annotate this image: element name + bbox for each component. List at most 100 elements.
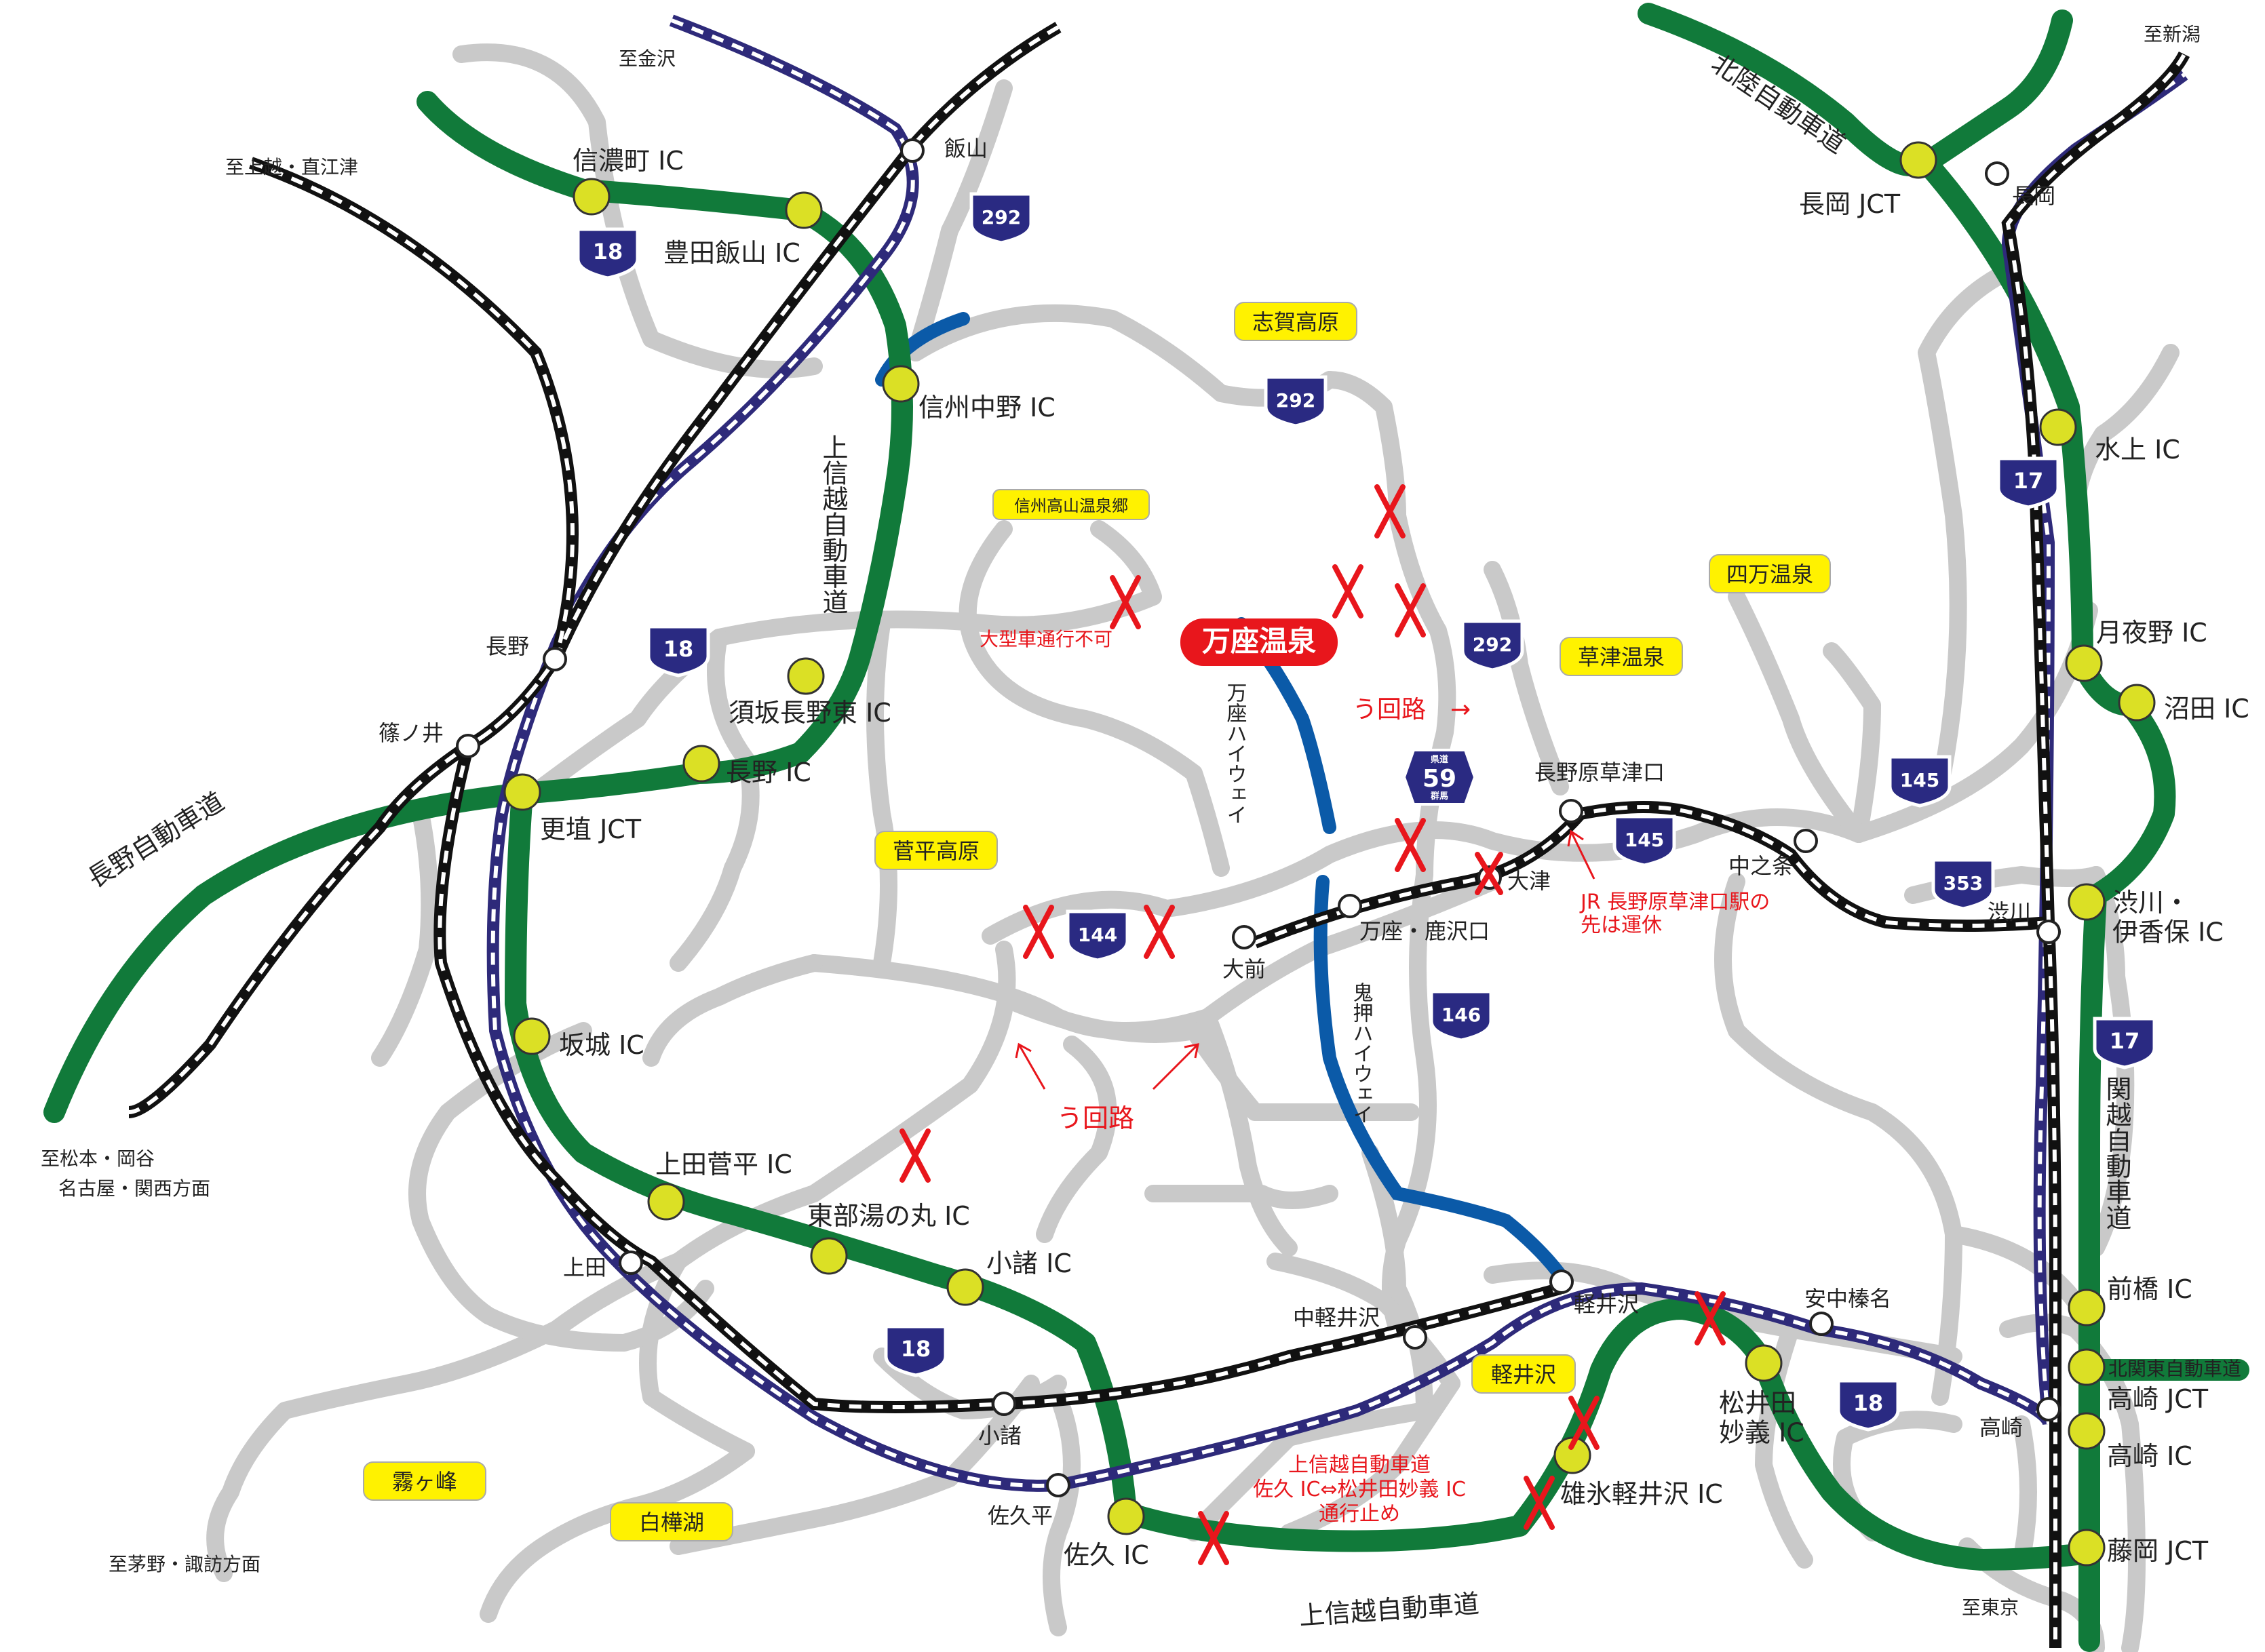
station-label: 長野原草津口: [1534, 760, 1665, 785]
road-segment: [480, 1442, 755, 1623]
route-shields: 18 292 292 292 18 17 145 145 353 144 146…: [578, 194, 2154, 1430]
ic-marker: [787, 657, 825, 695]
ic-label: 信州中野 IC: [918, 393, 1056, 422]
ic-marker: [2068, 1348, 2106, 1386]
svg-text:白樺湖: 白樺湖: [639, 1510, 704, 1535]
jr-suspended-note: 先は運休: [1581, 913, 1662, 937]
place-tag: 志賀高原: [1234, 302, 1357, 341]
road-segment: [1199, 1008, 1298, 1257]
red-notes: 大型車通行不可 う回路 → う回路 JR 長野原草津口駅の 先は運休 上信越自動…: [980, 628, 1770, 1526]
highway-name-vertical: 万座ハイウェイ: [1223, 682, 1247, 825]
station-marker: [992, 1392, 1016, 1416]
place-tags: 志賀高原 信州高山温泉郷 四万温泉 草津温泉 菅平高原 軽井沢 霧ヶ峰 白樺湖: [363, 302, 1831, 1541]
ic-marker: [573, 178, 611, 216]
ic-label: 佐久 IC: [1064, 1540, 1149, 1570]
ic-labels: 信濃町 IC 豊田飯山 IC 信州中野 IC 須坂長野東 IC 長野 IC 更埴…: [540, 146, 2249, 1570]
ic-marker: [513, 1017, 551, 1055]
direction-label: 至金沢: [619, 47, 676, 70]
road-segment: [1280, 1375, 1460, 1541]
ic-marker: [1107, 1497, 1145, 1535]
expressway-name: 北関東自動車道: [2108, 1358, 2241, 1380]
expressway-name-vertical: 関越自動車道: [2102, 1076, 2131, 1230]
station-label: 小諸: [978, 1423, 1022, 1449]
large-vehicle-note: 大型車通行不可: [980, 628, 1112, 650]
pref-route-59-shield: 県道 59 群馬: [1402, 749, 1477, 806]
road-segment: [959, 520, 1230, 877]
ic-label: 高崎 IC: [2107, 1441, 2192, 1471]
svg-text:353: 353: [1943, 872, 1983, 894]
place-tag: 霧ヶ峰: [363, 1461, 486, 1501]
closure-x-icon: [1395, 583, 1426, 637]
svg-text:292: 292: [1473, 633, 1512, 656]
station-marker: [2036, 920, 2061, 944]
ic-label: 渋川・伊香保 IC: [2112, 888, 2224, 947]
ic-label: 信濃町 IC: [573, 146, 684, 176]
station-label: 飯山: [944, 136, 988, 161]
ic-label: 須坂長野東 IC: [729, 698, 891, 728]
detour-arrows: [1015, 829, 1595, 1090]
station-labels: 飯山 長野 篠ノ井 上田 小諸 佐久平 中軽井沢 軽井沢 安中榛名 高崎 長岡 …: [379, 136, 2055, 1529]
place-tag: 信州高山温泉郷: [992, 489, 1150, 520]
road-segment: [1823, 642, 1881, 843]
svg-text:霧ヶ峰: 霧ヶ峰: [392, 1469, 457, 1495]
destination-badge[interactable]: 万座温泉: [1180, 618, 1338, 666]
direction-label: 至新潟: [2144, 23, 2201, 45]
svg-text:信州高山温泉郷: 信州高山温泉郷: [1014, 496, 1128, 515]
ic-marker: [1899, 141, 1937, 179]
ic-label: 沼田 IC: [2164, 694, 2249, 724]
ic-label: 前橋 IC: [2107, 1274, 2192, 1304]
ic-marker: [1553, 1436, 1591, 1474]
expressway-name-vertical: 上信越自動車道: [818, 434, 848, 614]
svg-text:292: 292: [1276, 389, 1315, 412]
ic-label: 月夜野 IC: [2096, 618, 2207, 648]
svg-text:菅平高原: 菅平高原: [893, 838, 980, 864]
place-tag: 菅平高原: [874, 831, 998, 870]
closure-x-icon: [1695, 1291, 1726, 1345]
road-segment: [1728, 588, 1867, 843]
route-shield: 292: [971, 194, 1031, 243]
ic-label: 水上 IC: [2095, 435, 2180, 465]
ic-label: 小諸 IC: [986, 1248, 1072, 1278]
detour-arrow-icon: [1018, 1044, 1046, 1090]
svg-text:17: 17: [2013, 468, 2044, 494]
road-segment: [1484, 561, 1569, 795]
route-shield: 17: [1998, 458, 2058, 507]
ic-marker: [2068, 883, 2106, 921]
detour-arrow-icon: [1570, 831, 1595, 880]
road-segment: [670, 629, 760, 972]
road-segment: [1382, 622, 1456, 1338]
station-label: 中之条: [1728, 853, 1794, 879]
station-marker: [1046, 1473, 1070, 1497]
svg-text:18: 18: [1853, 1390, 1884, 1416]
ic-marker: [2068, 1289, 2106, 1326]
road-segment: [2067, 344, 2180, 524]
station-marker: [900, 138, 925, 163]
route-shield: 146: [1431, 991, 1491, 1040]
svg-text:18: 18: [901, 1336, 931, 1362]
closure-note: 通行止め: [1319, 1502, 1400, 1526]
direction-labels: 至金沢 至上越・直江津 至新潟 至松本・岡谷 名古屋・関西方面 至茅野・諏訪方面…: [41, 23, 2201, 1619]
road-segment: [805, 873, 1501, 1040]
detour-note-bottom: う回路: [1057, 1103, 1134, 1133]
road-segment: [1945, 1225, 2085, 1311]
svg-text:59: 59: [1422, 765, 1456, 793]
station-marker: [456, 734, 480, 758]
onioshi-highway-line: [1313, 875, 1567, 1282]
closure-x-icon: [1568, 1396, 1600, 1450]
ic-marker: [647, 1183, 685, 1221]
closure-x-icon: [1332, 564, 1363, 618]
ic-marker: [503, 773, 541, 811]
ic-label: 上田菅平 IC: [655, 1149, 792, 1179]
road-segment: [1714, 873, 1962, 1406]
station-marker: [1338, 894, 1362, 918]
station-marker: [543, 647, 567, 671]
joshinetsu-expressway-line: [417, 91, 2100, 1571]
route-shield: 292: [1266, 377, 1325, 426]
ic-label: 松井田妙義 IC: [1719, 1388, 1804, 1448]
direction-label: 至上越・直江津: [225, 156, 358, 178]
road-segment: [1850, 602, 2098, 843]
station-label: 上田: [563, 1255, 606, 1280]
road-segment: [1918, 262, 2017, 795]
direction-label: 至茅野・諏訪方面: [109, 1553, 260, 1575]
svg-text:四万温泉: 四万温泉: [1726, 562, 1813, 587]
